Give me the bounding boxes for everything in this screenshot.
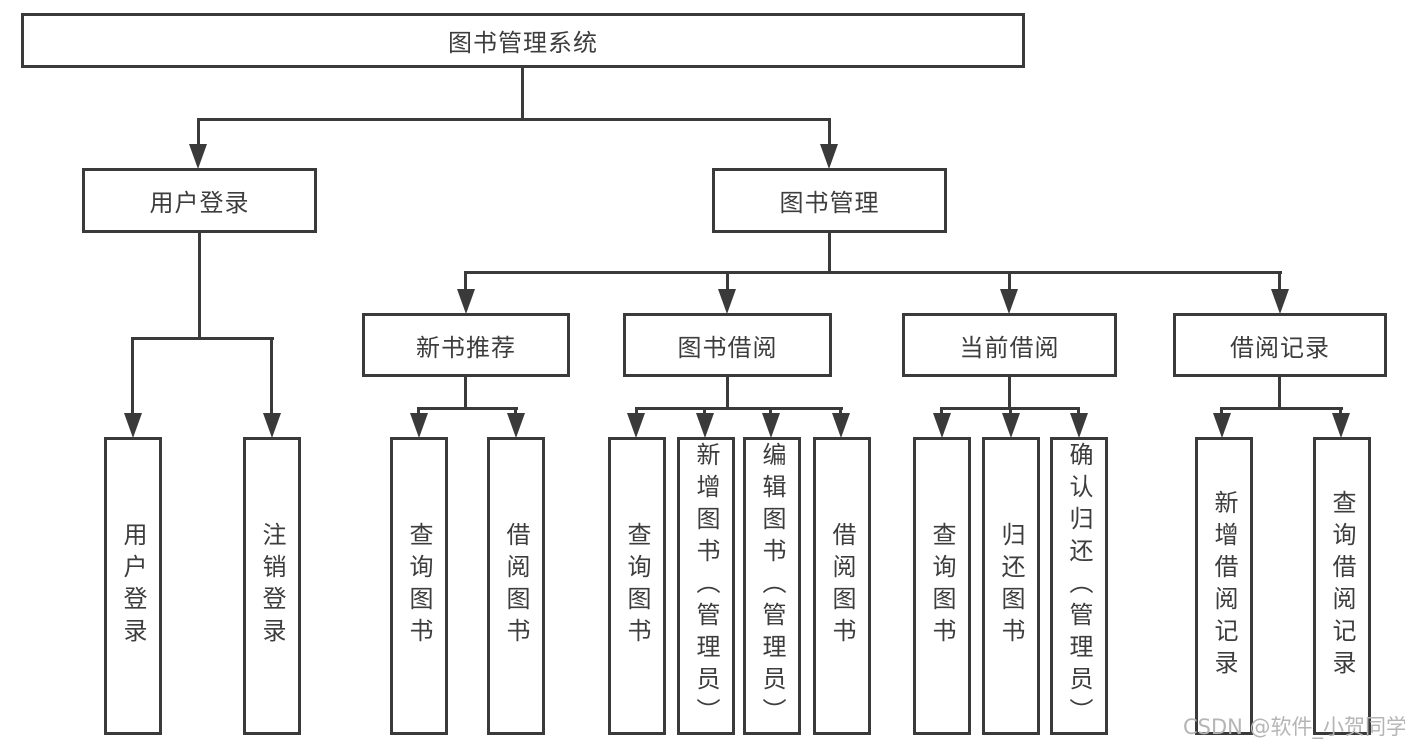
arrow-down-icon: [1213, 413, 1231, 438]
connector-line: [828, 233, 831, 271]
arrow-down-icon: [1332, 413, 1350, 438]
connector-line: [514, 407, 517, 417]
arrow-down-icon: [410, 413, 428, 438]
connector-line: [197, 118, 831, 121]
arrow-down-icon: [457, 289, 475, 314]
node-borrowing-records: 借阅记录: [1173, 313, 1387, 377]
connector-line: [1008, 377, 1011, 407]
arrow-down-icon: [263, 413, 281, 438]
connector-line: [131, 337, 134, 417]
arrow-down-icon: [832, 413, 850, 438]
connector-line: [1008, 271, 1011, 293]
connector-line: [464, 271, 467, 293]
node-book-management: 图书管理: [712, 168, 947, 233]
connector-line: [1278, 377, 1281, 407]
connector-line: [198, 233, 201, 337]
connector-line: [1220, 407, 1343, 410]
arrow-down-icon: [933, 413, 951, 438]
arrow-down-icon: [124, 413, 142, 438]
node-query-borrow-record: 查询借阅记录: [1313, 437, 1371, 735]
connector-line: [828, 118, 831, 148]
node-return-books: 归还图书: [982, 437, 1040, 735]
connector-line: [270, 337, 273, 417]
connector-line: [417, 407, 518, 410]
connector-line: [726, 377, 729, 407]
connector-line: [726, 271, 729, 293]
node-edit-books-admin: 编辑图书（管理员）: [743, 437, 801, 735]
node-current-borrowing: 当前借阅: [902, 313, 1117, 377]
node-book-borrowing: 图书借阅: [623, 313, 832, 377]
connector-line: [1278, 271, 1281, 293]
arrow-down-icon: [627, 413, 645, 438]
node-query-books: 查询图书: [608, 437, 666, 735]
arrow-down-icon: [762, 413, 780, 438]
connector-line: [131, 337, 274, 340]
connector-line: [769, 407, 772, 417]
node-library-management-system: 图书管理系统: [21, 13, 1025, 68]
node-add-borrow-record: 新增借阅记录: [1195, 437, 1253, 735]
connector-line: [940, 407, 943, 417]
csdn-watermark: CSDN @软件_小贺同学: [1183, 715, 1405, 739]
node-add-books-admin: 新增图书（管理员）: [677, 437, 735, 735]
arrow-down-icon: [189, 144, 207, 169]
connector-line: [464, 271, 1282, 274]
connector-line: [521, 68, 524, 118]
arrow-down-icon: [696, 413, 714, 438]
arrow-down-icon: [1000, 289, 1018, 314]
connector-line: [635, 407, 843, 410]
connector-line: [197, 118, 200, 148]
connector-line: [1077, 407, 1080, 417]
arrow-down-icon: [1002, 413, 1020, 438]
node-logout: 注销登录: [243, 437, 301, 735]
node-new-book-recommendation: 新书推荐: [362, 313, 570, 377]
node-user-login: 用户登录: [82, 168, 317, 233]
arrow-down-icon: [820, 144, 838, 169]
arrow-down-icon: [507, 413, 525, 438]
connector-line: [1220, 407, 1223, 417]
connector-line: [464, 377, 467, 407]
arrow-down-icon: [718, 289, 736, 314]
arrow-down-icon: [1070, 413, 1088, 438]
connector-line: [417, 407, 420, 417]
connector-line: [635, 407, 638, 417]
node-borrow-books: 借阅图书: [487, 437, 545, 735]
arrow-down-icon: [1271, 289, 1289, 314]
node-query-books: 查询图书: [913, 437, 971, 735]
connector-line: [1009, 407, 1012, 417]
connector-line: [1339, 407, 1342, 417]
connector-line: [703, 407, 706, 417]
connector-line: [839, 407, 842, 417]
node-query-books: 查询图书: [390, 437, 448, 735]
node-user-login-leaf: 用户登录: [104, 437, 162, 735]
node-borrow-books: 借阅图书: [813, 437, 871, 735]
node-confirm-return-admin: 确认归还（管理员）: [1050, 437, 1108, 735]
